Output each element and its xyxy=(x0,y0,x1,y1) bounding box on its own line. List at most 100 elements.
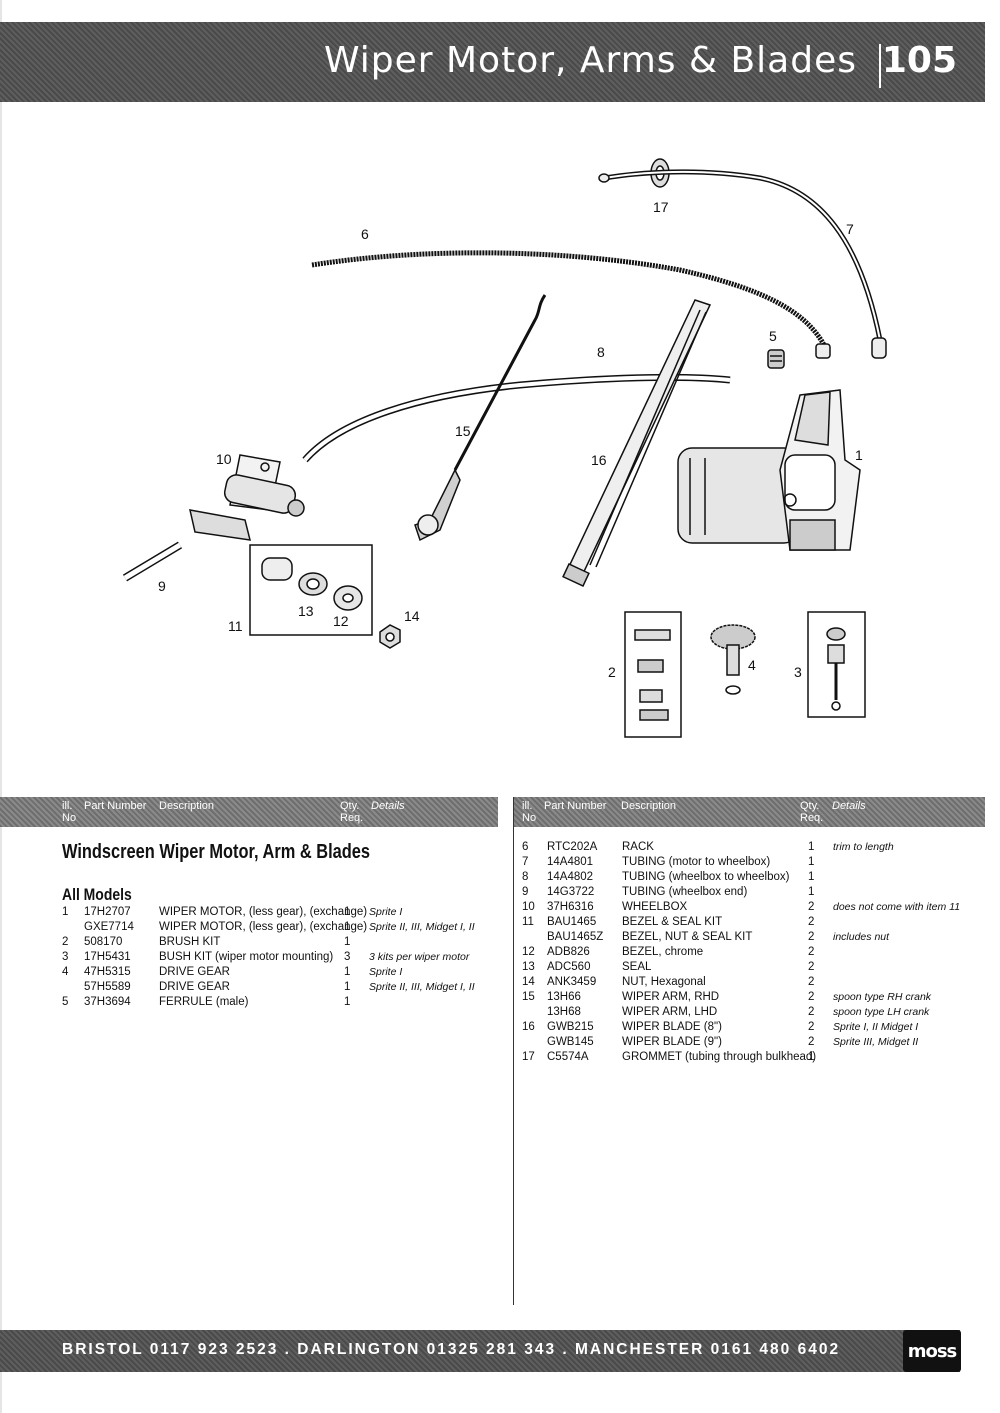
cell-desc: TUBING (wheelbox to wheelbox) xyxy=(622,871,790,883)
part-15-wiper-arm xyxy=(414,294,547,542)
cell-part: 14A4802 xyxy=(547,871,594,883)
cell-no: 16 xyxy=(522,1021,535,1033)
cell-part: 17H5431 xyxy=(84,951,131,963)
cell-part: BAU1465Z xyxy=(547,931,604,943)
cell-qty: 1 xyxy=(344,906,351,918)
cell-no: 17 xyxy=(522,1051,535,1063)
cell-no: 14 xyxy=(522,976,535,988)
cell-no: 8 xyxy=(522,871,529,883)
cell-part: 14G3722 xyxy=(547,886,595,898)
cell-qty: 2 xyxy=(808,1036,815,1048)
cell-part: RTC202A xyxy=(547,841,598,853)
cell-part: GXE7714 xyxy=(84,921,134,933)
footer-contacts: BRISTOL 0117 923 2523 . DARLINGTON 01325… xyxy=(62,1341,841,1358)
cell-part: 37H6316 xyxy=(547,901,594,913)
cell-part: 37H3694 xyxy=(84,996,131,1008)
callout-14: 14 xyxy=(404,608,420,624)
header-separator xyxy=(879,44,881,88)
cell-no: 7 xyxy=(522,856,529,868)
callout-4: 4 xyxy=(748,657,756,673)
cell-part: 13H66 xyxy=(547,991,581,1003)
cell-details: 3 kits per wiper motor xyxy=(369,951,470,963)
cell-desc: RACK xyxy=(622,841,654,853)
part-6-rack xyxy=(311,250,831,359)
cell-qty: 2 xyxy=(808,916,815,928)
callout-10: 10 xyxy=(216,451,232,467)
cell-desc: DRIVE GEAR xyxy=(159,981,230,993)
cell-part: ADC560 xyxy=(547,961,591,973)
cell-qty: 1 xyxy=(344,996,351,1008)
section-title: Windscreen Wiper Motor, Arm & Blades xyxy=(62,841,371,863)
cell-desc: WIPER MOTOR, (less gear), (exchange) xyxy=(159,921,368,933)
callout-16: 16 xyxy=(591,452,607,468)
col-qty: Qty.Req. xyxy=(340,800,364,824)
cell-no: 15 xyxy=(522,991,535,1003)
cell-no: 1 xyxy=(62,906,69,918)
callout-12: 12 xyxy=(333,613,349,629)
col-description: Description xyxy=(621,800,677,812)
part-4-drive-gear xyxy=(710,624,756,695)
col-part-number: Part Number xyxy=(544,800,607,812)
callout-1: 1 xyxy=(855,447,863,463)
cell-desc: BEZEL, chrome xyxy=(622,946,704,958)
callout-8: 8 xyxy=(597,344,605,360)
cell-qty: 2 xyxy=(808,946,815,958)
moss-logo: moss xyxy=(903,1330,961,1372)
cell-qty: 2 xyxy=(808,961,815,973)
cell-qty: 1 xyxy=(808,871,815,883)
cell-details: includes nut xyxy=(833,931,890,943)
cell-part: GWB145 xyxy=(547,1036,594,1048)
cell-part: 17H2707 xyxy=(84,906,131,918)
col-ill-no: ill.No xyxy=(522,800,537,824)
cell-qty: 2 xyxy=(808,931,815,943)
part-7-tubing xyxy=(598,169,887,359)
cell-part: 13H68 xyxy=(547,1006,581,1018)
cell-qty: 1 xyxy=(808,841,815,853)
cell-desc: WIPER BLADE (9") xyxy=(622,1036,722,1048)
inset-bezel-seal xyxy=(249,544,373,636)
cell-details: does not come with item 11 xyxy=(833,901,961,913)
col-part-number: Part Number xyxy=(84,800,147,812)
callout-3: 3 xyxy=(794,664,802,680)
cell-no: 5 xyxy=(62,996,69,1008)
table-header-right: ill.No Part Number Description Qty.Req. … xyxy=(514,797,985,827)
cell-qty: 1 xyxy=(808,1051,815,1063)
inset-brush-kit xyxy=(624,611,682,738)
callout-6: 6 xyxy=(361,226,369,242)
cell-part: GWB215 xyxy=(547,1021,594,1033)
parts-diagram: 1 2 3 4 5 6 7 8 9 10 11 12 13 14 15 16 1… xyxy=(122,158,887,738)
callout-13: 13 xyxy=(298,603,314,619)
cell-qty: 2 xyxy=(808,1021,815,1033)
cell-no: 10 xyxy=(522,901,535,913)
inset-bush-kit xyxy=(807,611,866,718)
table-header-left: ill.No Part Number Description Qty.Req. … xyxy=(0,797,498,827)
col-details: Details xyxy=(832,800,866,812)
callout-9: 9 xyxy=(158,578,166,594)
cell-details: Sprite I xyxy=(369,906,403,918)
cell-part: ADB826 xyxy=(547,946,590,958)
col-details: Details xyxy=(371,800,405,812)
column-divider xyxy=(513,797,514,1305)
cell-qty: 2 xyxy=(808,901,815,913)
cell-no: 3 xyxy=(62,951,69,963)
cell-desc: WIPER ARM, LHD xyxy=(622,1006,718,1018)
cell-qty: 2 xyxy=(808,991,815,1003)
cell-no: 6 xyxy=(522,841,529,853)
cell-part: BAU1465 xyxy=(547,916,597,928)
cell-qty: 1 xyxy=(344,921,351,933)
cell-no: 2 xyxy=(62,936,69,948)
cell-part: ANK3459 xyxy=(547,976,597,988)
cell-no: 12 xyxy=(522,946,535,958)
cell-qty: 1 xyxy=(344,936,351,948)
